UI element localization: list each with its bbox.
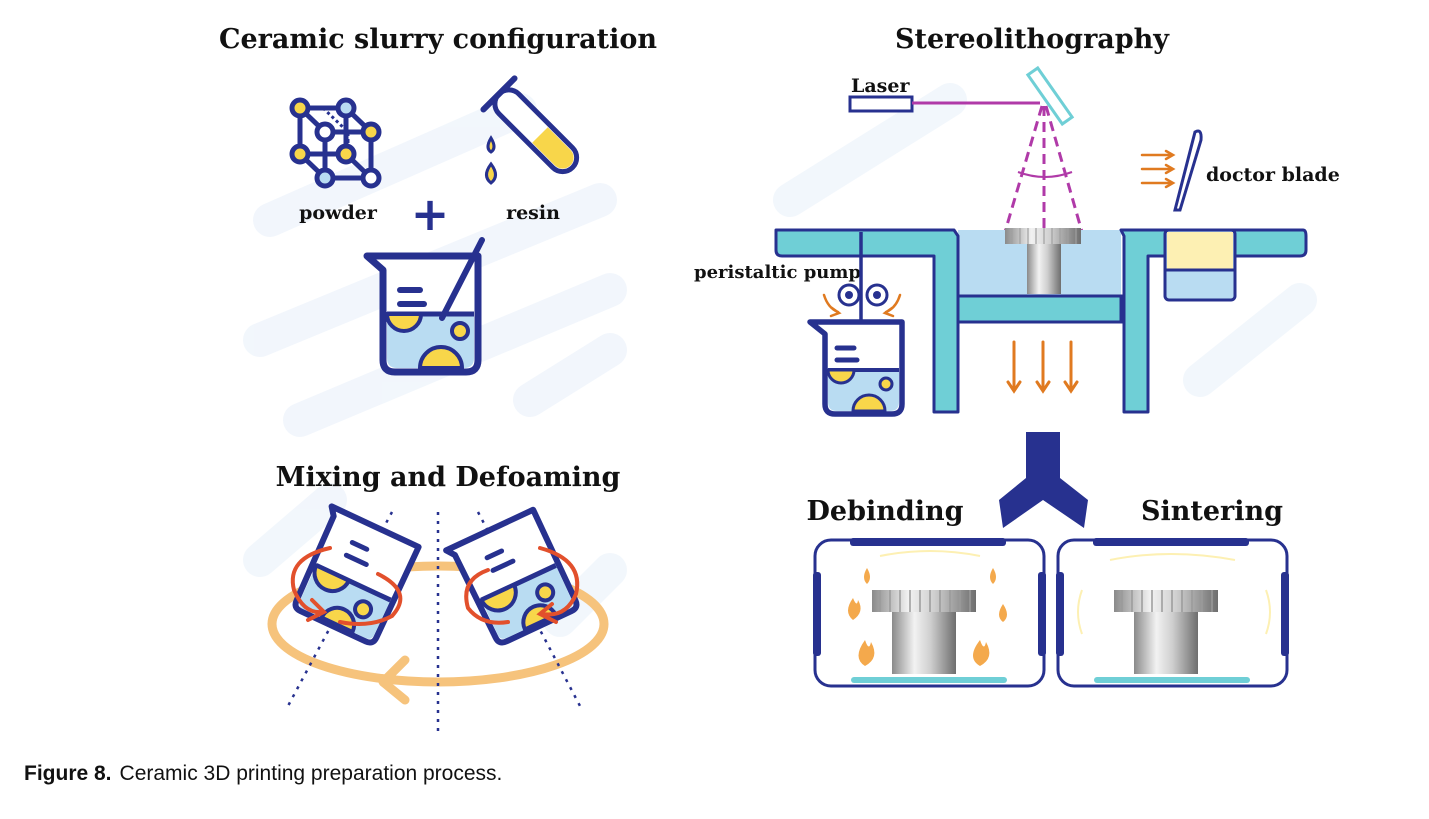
debinding-title: Debinding [806,496,963,527]
plus-sign: + [411,187,450,241]
pump-label: peristaltic pump [694,262,861,283]
powder-crystal-icon [289,97,382,189]
mixing-title: Mixing and Defoaming [276,462,621,493]
split-arrow-icon [999,432,1088,528]
build-platform [956,294,1123,324]
resin-label: resin [506,202,560,224]
mixing-panel: Mixing and Defoaming [267,462,621,732]
laser-emitter-icon [848,95,914,113]
debinding-panel: Debinding [806,496,1046,688]
slurry-beaker-icon [363,237,485,376]
heat-waves [1077,553,1271,635]
slurry-title: Ceramic slurry configuration [219,24,657,55]
slurry-panel: Ceramic slurry configuration powder [219,24,657,376]
blade-push-arrows-icon [1140,149,1176,189]
sla-panel: Stereolithography Laser doctor blade [694,24,1340,417]
scanning-mirror-icon [1025,65,1075,127]
resin-test-tube-icon [480,75,580,185]
pump-beaker-icon [807,319,905,417]
figure-caption-text: Ceramic 3D printing preparation process. [119,762,503,785]
printed-part-icon [1005,228,1081,294]
slurry-reservoir-icon [1163,228,1237,302]
scan-angle-arc [1017,171,1073,178]
figure-number: Figure 8. [24,762,112,785]
doctor-blade-label: doctor blade [1206,164,1340,186]
rotation-arrows-icon [290,546,580,626]
platform-down-arrows-icon [1006,340,1079,394]
laser-label: Laser [851,75,910,97]
powder-label: powder [299,202,378,224]
doctor-blade-icon [1173,129,1203,212]
sintering-title: Sintering [1141,496,1283,527]
figure-caption: Figure 8. Ceramic 3D printing preparation… [24,762,502,786]
sla-title: Stereolithography [895,24,1170,55]
sintering-panel: Sintering [1056,496,1289,688]
flame-icons [848,568,1007,666]
laser-scan-beams [1003,105,1084,233]
